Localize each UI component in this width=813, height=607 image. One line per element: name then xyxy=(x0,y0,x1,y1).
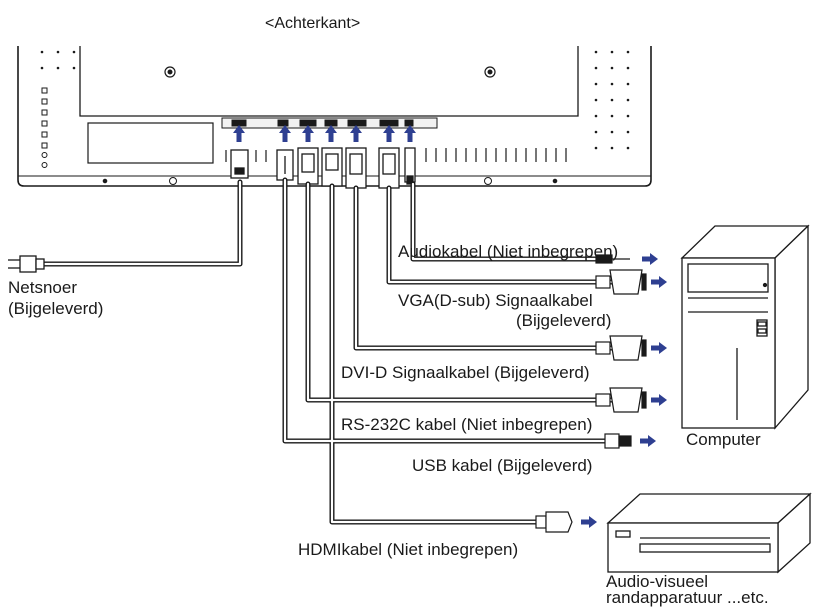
diagram-title: <Achterkant> xyxy=(265,15,361,32)
dot-grid-right xyxy=(594,50,630,150)
label-power-cord-line1: Netsnoer xyxy=(8,278,77,297)
label-vga-line2: (Bijgeleverd) xyxy=(516,311,612,330)
label-rs232-cable: RS-232C kabel (Niet inbegrepen) xyxy=(341,415,593,434)
audio-jack xyxy=(595,254,630,264)
hdmi-connector xyxy=(535,511,573,533)
computer-icon xyxy=(680,224,810,430)
vga-connector xyxy=(595,269,647,295)
label-computer: Computer xyxy=(686,430,761,449)
control-buttons xyxy=(41,87,48,168)
screw-holes xyxy=(102,66,558,185)
label-av-line2: randapparatuur ...etc. xyxy=(606,588,769,607)
dvi-connector xyxy=(595,335,647,361)
label-dvi-cable: DVI-D Signaalkabel (Bijgeleverd) xyxy=(341,363,590,382)
label-vga-line1: VGA(D-sub) Signaalkabel xyxy=(398,291,593,310)
usb-connector xyxy=(604,433,632,449)
power-plug xyxy=(8,255,45,273)
plugs xyxy=(230,147,416,189)
label-hdmi-cable: HDMIkabel (Niet inbegrepen) xyxy=(298,540,519,559)
av-device-icon xyxy=(606,492,812,574)
connector-strip xyxy=(221,117,438,129)
label-usb-cable: USB kabel (Bijgeleverd) xyxy=(412,456,593,475)
dot-grid-left xyxy=(40,50,76,70)
label-power-cord-line2: (Bijgeleverd) xyxy=(8,299,104,318)
label-av-line1: Audio-visueel xyxy=(606,572,709,591)
label-audio-cable: Audiokabel (Niet inbegrepen) xyxy=(398,242,619,261)
rs232-connector xyxy=(595,387,647,413)
